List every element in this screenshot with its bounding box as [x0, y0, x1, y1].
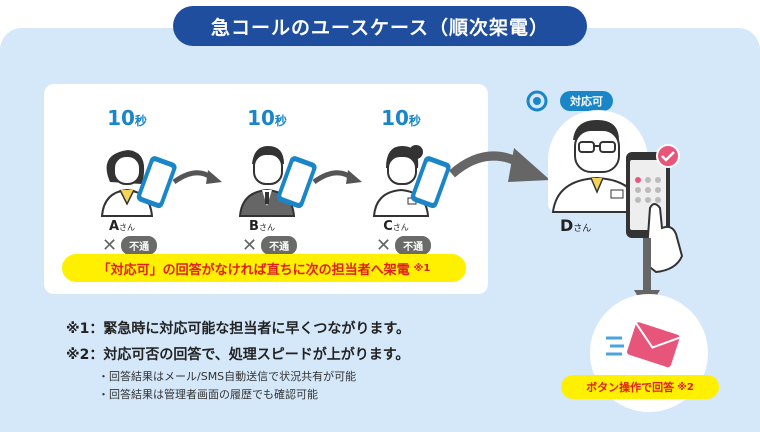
note-1: ※1：緊急時に対応可能な担当者に早くつながります。: [66, 321, 410, 337]
email-sent-icon: [606, 322, 681, 368]
seconds-label: 10秒: [107, 106, 147, 130]
smartphone-hand-icon: [626, 144, 684, 274]
unreachable-status: ✕ 不通: [102, 234, 158, 256]
big-arrow-icon: [449, 148, 550, 182]
available-badge: 対応可: [560, 91, 613, 111]
status-badge: 不通: [121, 236, 158, 255]
status-badge: 不通: [261, 236, 298, 255]
cross-icon: ✕: [376, 234, 392, 256]
seconds-label: 10秒: [247, 106, 287, 130]
curved-arrow-icon: [312, 170, 362, 185]
unreachable-status: ✕ 不通: [376, 234, 432, 256]
escalation-banner: 「対応可」の回答がなければ直ちに次の担当者へ架電※1: [62, 254, 466, 282]
curved-arrow-icon: [172, 170, 222, 185]
target-icon: [526, 90, 548, 112]
person-name: Aさん: [108, 219, 136, 234]
person-b: 10秒 Bさん ✕ 不通: [232, 106, 322, 256]
person-woman-icon: [100, 150, 177, 217]
cross-icon: ✕: [242, 234, 258, 256]
call-flow-box: 10秒 Aさん ✕ 不通 10秒: [44, 84, 488, 294]
person-man-suit-icon: [238, 146, 317, 217]
page-title: 急コールのユースケース（順次架電）: [173, 6, 587, 46]
person-d-name: Dさん: [560, 216, 592, 235]
button-response-banner: ボタン操作で回答※2: [561, 375, 719, 399]
person-c: 10秒 Cさん ✕ 不通: [366, 106, 456, 256]
note-2: ※2：対応可否の回答で、処理スピードが上がります。: [66, 347, 410, 363]
seconds-label: 10秒: [381, 106, 421, 130]
person-name: Bさん: [249, 219, 275, 234]
person-name: Cさん: [383, 219, 409, 234]
sub-note-1: ・回答結果はメール/SMS自動送信で状況共有が可能: [98, 370, 357, 383]
sub-note-2: ・回答結果は管理者画面の履歴でも確認可能: [98, 388, 318, 401]
cross-icon: ✕: [102, 234, 118, 256]
person-woman-bun-icon: [372, 145, 451, 217]
unreachable-status: ✕ 不通: [242, 234, 298, 256]
person-a: 10秒 Aさん ✕ 不通: [92, 106, 182, 256]
status-badge: 不通: [395, 236, 432, 255]
person-glasses-icon: [551, 120, 643, 213]
